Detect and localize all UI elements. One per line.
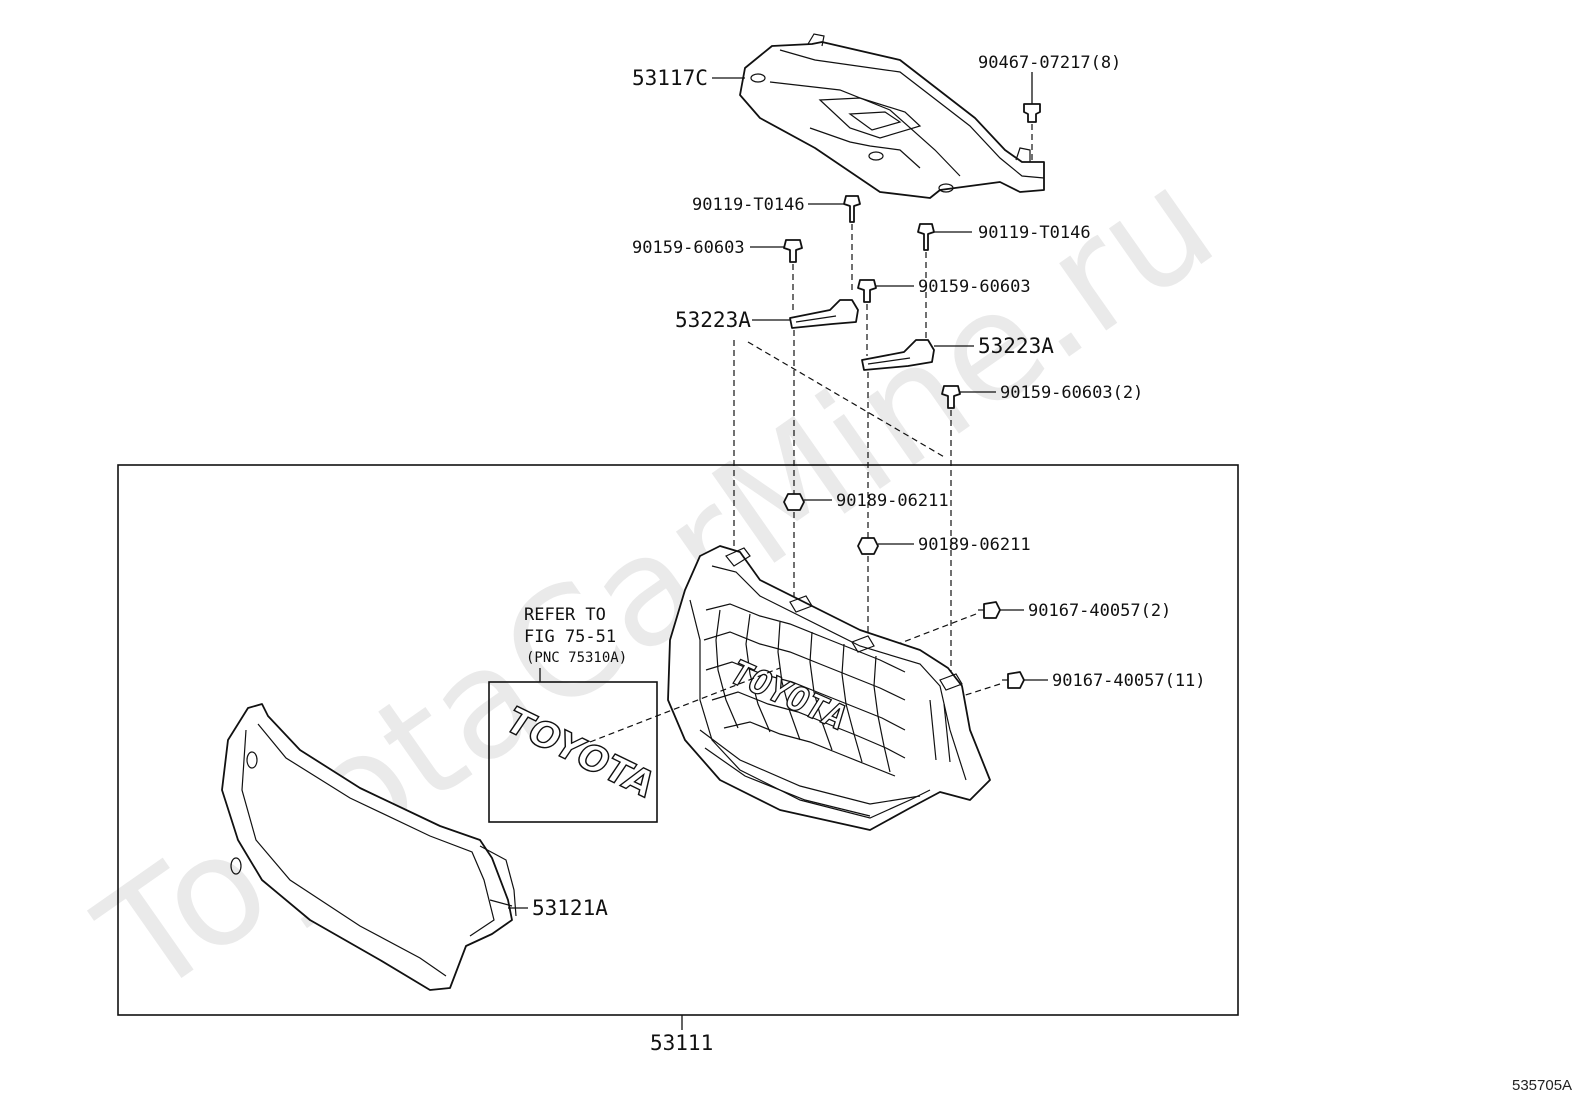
bolt-90159-right-icon xyxy=(857,279,877,303)
clip-90167-11-icon xyxy=(1002,671,1025,689)
dash-bracket-diag xyxy=(747,341,947,459)
label-90159-left: 90159-60603 xyxy=(632,238,745,258)
label-90167-2: 90167-40057(2) xyxy=(1028,601,1171,621)
label-90189-right: 90189-06211 xyxy=(918,535,1031,555)
refer-line1: REFER TO xyxy=(524,605,606,625)
label-53111: 53111 xyxy=(650,1031,713,1055)
label-90119-right: 90119-T0146 xyxy=(978,223,1091,243)
watermark: ToyotaCarMine.ru xyxy=(70,135,1244,1030)
figure-id: 535705A xyxy=(1512,1077,1572,1094)
clip-90467-icon xyxy=(1023,103,1041,123)
assembly-box xyxy=(117,464,1239,1016)
grille-body xyxy=(667,545,991,831)
label-53121a: 53121A xyxy=(532,896,608,920)
grille-surround xyxy=(221,703,517,991)
screw-90119-right-icon xyxy=(917,223,935,251)
refer-line2: FIG 75-51 xyxy=(524,627,616,647)
label-53117c: 53117C xyxy=(632,66,708,90)
screw-90119-left-icon xyxy=(843,195,861,223)
label-90467: 90467-07217(8) xyxy=(978,53,1121,73)
refer-line3: (PNC 75310A) xyxy=(526,650,627,666)
label-90189-left: 90189-06211 xyxy=(836,491,949,511)
bracket-left-icon xyxy=(789,299,859,329)
clip-90167-2-icon xyxy=(978,601,1001,619)
label-90119-left: 90119-T0146 xyxy=(692,195,805,215)
label-53223a-right: 53223A xyxy=(978,334,1054,358)
nut-90189-right-icon xyxy=(857,537,879,555)
label-90167-11: 90167-40057(11) xyxy=(1052,671,1206,691)
label-90159-2: 90159-60603(2) xyxy=(1000,383,1143,403)
bolt-90159-2-icon xyxy=(941,385,961,409)
label-90159-right: 90159-60603 xyxy=(918,277,1031,297)
label-53223a-left: 53223A xyxy=(675,308,751,332)
nut-90189-left-icon xyxy=(783,493,805,511)
bracket-right-icon xyxy=(861,339,935,371)
bolt-90159-left-icon xyxy=(783,239,803,263)
emblem-ref-box xyxy=(488,681,658,823)
dash-emblem xyxy=(589,667,781,743)
upper-cover xyxy=(739,33,1045,199)
